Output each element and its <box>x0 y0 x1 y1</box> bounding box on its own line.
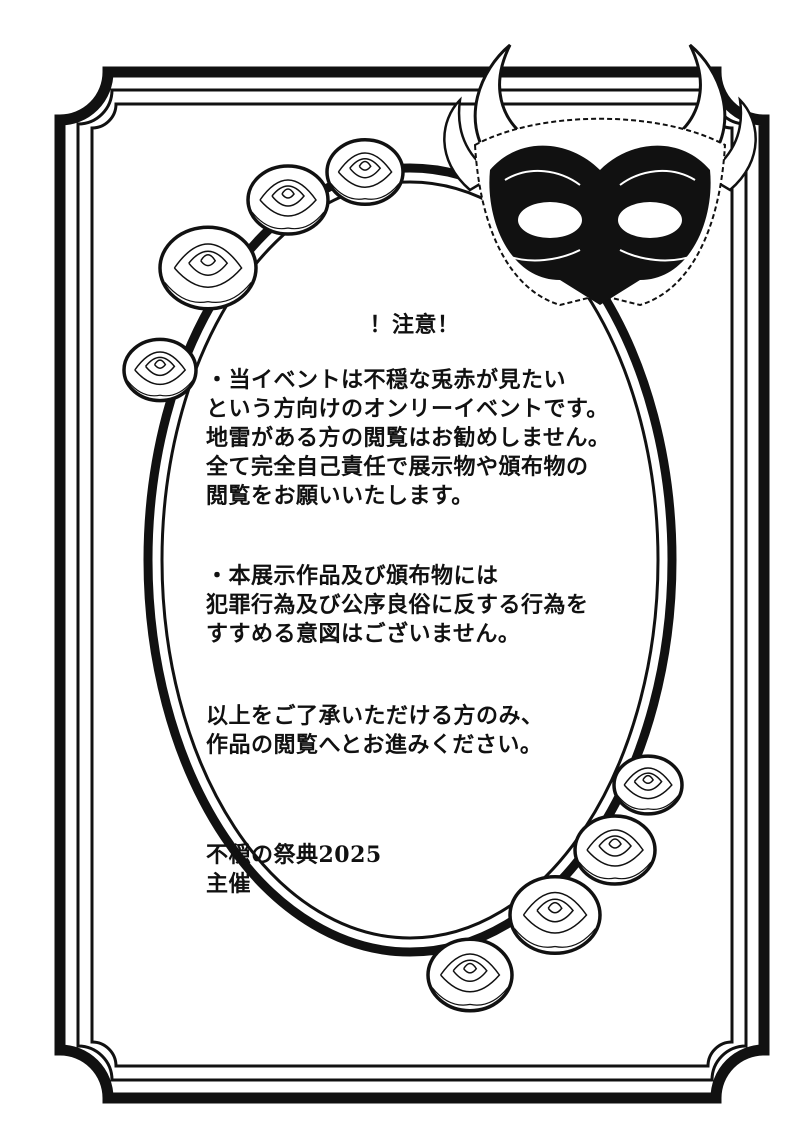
text-line: 作品の閲覧へとお進みください。 <box>206 732 543 758</box>
rose-icon <box>246 164 330 236</box>
notice-paragraph-content-warning: ・当イベントは不穏な兎赤が見たい という方向けのオンリーイベントです。 地雷があ… <box>206 366 610 511</box>
rose-icon <box>573 814 657 886</box>
text-line: ・本展示作品及び頒布物には <box>206 563 499 589</box>
organizer-signature: 不穏の祭典2025 主催 <box>206 841 382 899</box>
text-line: ・当イベントは不穏な兎赤が見たい <box>206 367 567 393</box>
rose-icon <box>508 875 602 955</box>
text-line: という方向けのオンリーイベントです。 <box>206 396 609 422</box>
text-line: 閲覧をお願いいたします。 <box>206 483 474 509</box>
text-line: すすめる意図はございません。 <box>206 621 521 647</box>
event-name: 不穏の祭典2025 <box>206 842 382 868</box>
text-line: 地雷がある方の閲覧はお勧めしません。 <box>206 425 611 451</box>
notice-title: ！注意！ <box>369 312 460 338</box>
text-line: 全て完全自己責任で展示物や頒布物の <box>206 454 589 480</box>
text-line: 犯罪行為及び公序良俗に反する行為を <box>206 592 589 618</box>
rose-icon <box>122 337 198 403</box>
notice-paragraph-disclaimer: ・本展示作品及び頒布物には 犯罪行為及び公序良俗に反する行為を すすめる意図はご… <box>206 562 589 649</box>
notice-paragraph-consent: 以上をご了承いただける方のみ、 作品の閲覧へとお進みください。 <box>206 702 544 760</box>
oval-frame <box>143 163 677 957</box>
rose-icon <box>158 225 258 311</box>
rose-icon <box>612 754 684 816</box>
frame-line <box>76 88 748 1082</box>
rose-icon <box>426 937 514 1013</box>
masquerade-mask-illustration <box>443 43 757 307</box>
rose-garland <box>122 137 684 1013</box>
rose-icon <box>325 137 405 207</box>
text-line: 以上をご了承いただける方のみ、 <box>206 703 544 729</box>
organizer-label: 主催 <box>206 871 252 897</box>
